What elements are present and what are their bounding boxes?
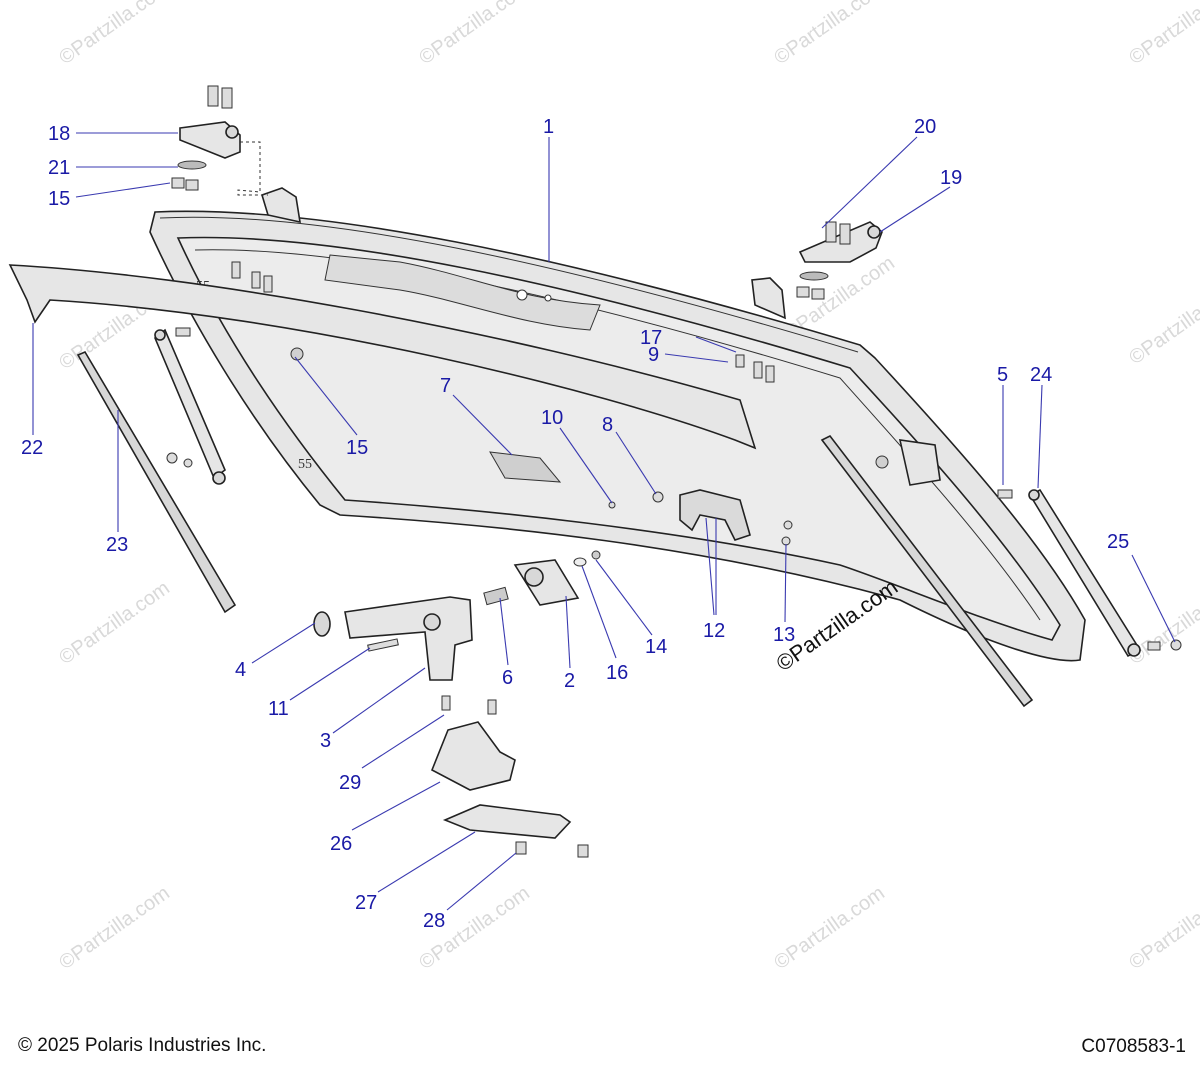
diagram-id: C0708583-1: [1081, 1036, 1186, 1057]
callout-20: 20: [914, 116, 936, 138]
callout-15: 15: [346, 437, 368, 459]
watermark: ©Partzilla.com: [1125, 882, 1200, 974]
callout-18: 18: [48, 123, 70, 145]
callout-29: 29: [339, 772, 361, 794]
seal-strip-right: [820, 434, 1034, 708]
leader-lines: [32, 132, 1176, 911]
callout-27: 27: [355, 892, 377, 914]
watermark: ©Partzilla.com: [55, 577, 173, 669]
latch-assembly: [513, 550, 601, 606]
callout-19: 19: [940, 167, 962, 189]
gas-strut-right: [997, 488, 1182, 658]
callout-23: 23: [106, 534, 128, 556]
callout-labels: 1 18 21 15 20 19 22 23 5 24 25 17 9 15 7…: [21, 116, 1129, 932]
callout-24: 24: [1030, 364, 1052, 386]
hinge-right: [796, 221, 883, 300]
seal-strip-left: [76, 350, 237, 614]
callout-25: 25: [1107, 531, 1129, 553]
callout-13: 13: [773, 624, 795, 646]
callout-16: 16: [606, 662, 628, 684]
callout-17: 17: [640, 327, 662, 349]
callout-2: 2: [564, 670, 575, 692]
callout-1: 1: [543, 116, 554, 138]
callout-3: 3: [320, 730, 331, 752]
gas-strut-left: [154, 327, 226, 485]
callout-28: 28: [423, 910, 445, 932]
striker-assembly: [430, 695, 589, 858]
latch-plate: [679, 489, 751, 541]
watermark: ©Partzilla.com: [1125, 277, 1200, 369]
callout-22: 22: [21, 437, 43, 459]
callout-9: 9: [648, 344, 659, 366]
callout-11: 11: [268, 698, 289, 720]
watermark: ©Partzilla.com: [770, 0, 888, 69]
callout-7: 7: [440, 375, 451, 397]
callout-6: 6: [502, 667, 513, 689]
callout-12: 12: [703, 620, 725, 642]
watermark: ©Partzilla.com: [415, 0, 533, 69]
label-patch: [489, 451, 562, 483]
callout-15: 15: [48, 188, 70, 210]
watermark: ©Partzilla.com: [55, 0, 173, 69]
callout-5: 5: [997, 364, 1008, 386]
panel-fasteners: [231, 261, 793, 546]
cross-bar: [8, 264, 757, 450]
hinge-left: [171, 85, 268, 196]
copyright-notice: © 2025 Polaris Industries Inc.: [18, 1035, 267, 1056]
watermark: ©Partzilla.com: [55, 882, 173, 974]
callout-8: 8: [602, 414, 613, 436]
watermark: ©Partzilla.com: [1125, 0, 1200, 69]
watermark: ©Partzilla.com: [770, 882, 888, 974]
callout-26: 26: [330, 833, 352, 855]
svg-text:55: 55: [298, 457, 312, 472]
callout-14: 14: [645, 636, 667, 658]
callout-4: 4: [235, 659, 246, 681]
callout-10: 10: [541, 407, 563, 429]
handle-assembly: [313, 586, 509, 681]
callout-21: 21: [48, 157, 70, 179]
